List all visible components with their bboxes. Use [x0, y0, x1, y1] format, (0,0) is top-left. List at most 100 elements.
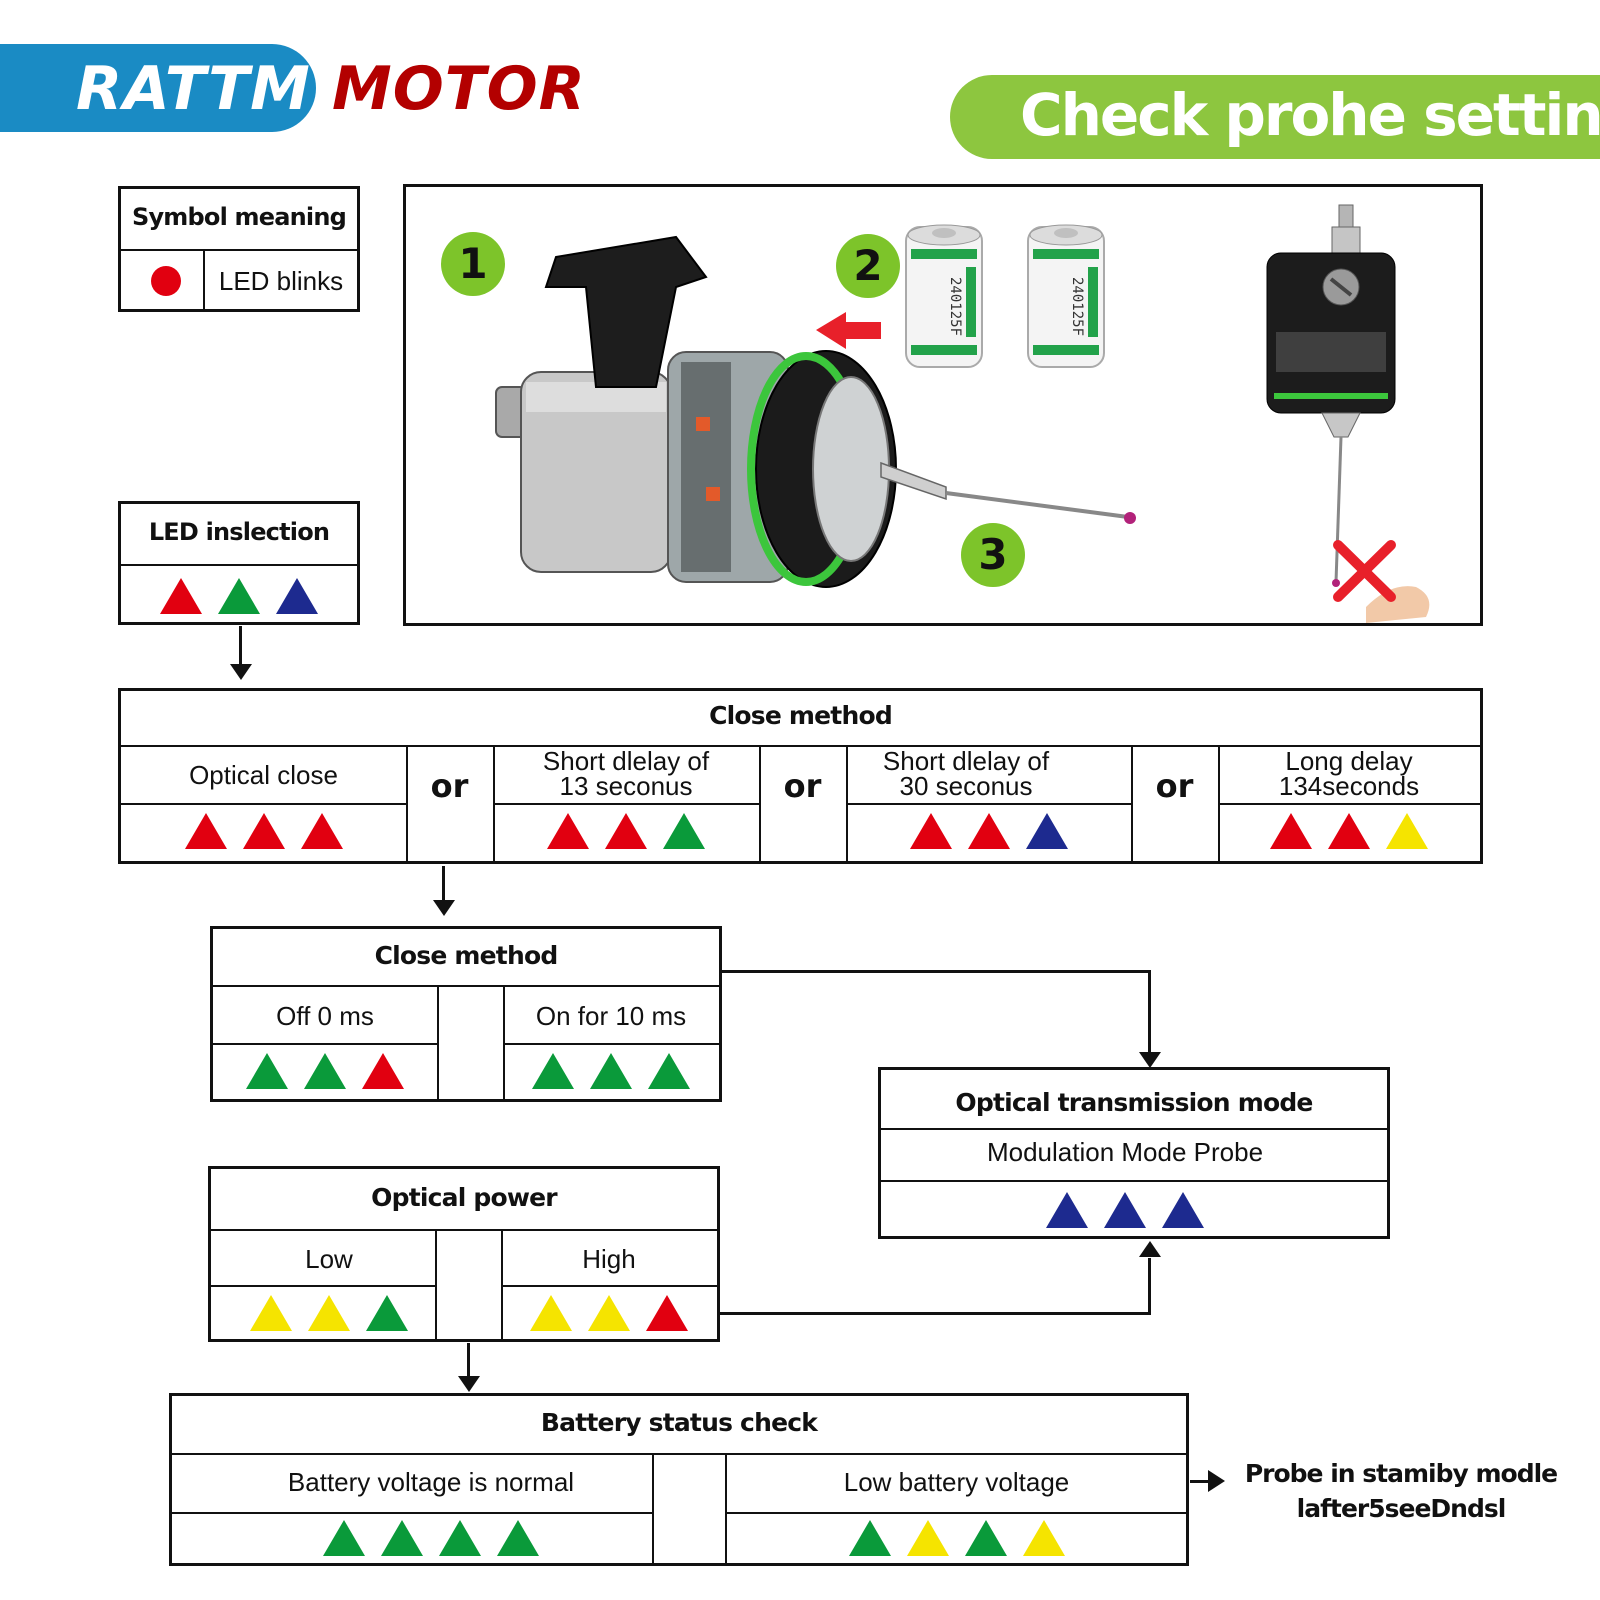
red-led-triangle-icon — [646, 1295, 688, 1331]
close-option-optical-leds — [121, 811, 406, 851]
close-method-table-2: Close method Off 0 ms On for 10 ms — [210, 926, 722, 1102]
flow-arrow-line — [1190, 1480, 1212, 1483]
close-2-on-label: On for 10 ms — [535, 1001, 687, 1031]
optical-transmission-leds — [881, 1190, 1369, 1230]
green-led-triangle-icon — [532, 1053, 574, 1089]
close-method-table-1: Close method Optical close Short dlelay … — [118, 688, 1483, 864]
red-led-triangle-icon — [547, 813, 589, 849]
red-led-triangle-icon — [605, 813, 647, 849]
close-method-2-title: Close method — [374, 941, 559, 970]
close-option-13s-leds — [493, 811, 759, 851]
or-separator-3: or — [1155, 767, 1194, 805]
battery-low-leds — [725, 1518, 1188, 1558]
arrow-down-icon — [1139, 1052, 1161, 1068]
standby-note-line1: Probe in stamiby modle — [1244, 1459, 1558, 1488]
close-option-134s-label: Long delay 134seconds — [1278, 746, 1420, 801]
battery-status-title: Battery status check — [540, 1408, 818, 1437]
brand-name-left: RATTM — [76, 54, 311, 124]
red-led-triangle-icon — [160, 578, 202, 614]
red-led-triangle-icon — [1270, 813, 1312, 849]
page-title: Check prohe settings — [1020, 81, 1600, 149]
optical-transmission-box: Optical transmission mode Modulation Mod… — [878, 1067, 1390, 1239]
red-led-triangle-icon — [362, 1053, 404, 1089]
battery-low-label: Low battery voltage — [843, 1467, 1070, 1497]
page-title-banner: Check prohe settings — [950, 75, 1600, 159]
green-led-triangle-icon — [366, 1295, 408, 1331]
green-led-triangle-icon — [648, 1053, 690, 1089]
brand-logo: RATTM — [0, 44, 320, 132]
blue-led-triangle-icon — [1025, 813, 1068, 849]
yellow-led-triangle-icon — [588, 1295, 630, 1331]
battery-normal-label: Battery voltage is normal — [287, 1467, 575, 1497]
close-2-on-leds — [503, 1051, 719, 1091]
optical-power-table: Optical power Low High — [208, 1166, 720, 1342]
led-inspection-title: LED inslection — [148, 518, 330, 546]
green-led-triangle-icon — [439, 1520, 481, 1556]
optical-power-low-leds — [211, 1293, 447, 1333]
standby-note: Probe in stamiby modle lafter5seeDndsl — [1236, 1456, 1566, 1526]
probe-open-body — [495, 235, 1136, 588]
blue-led-triangle-icon — [1104, 1192, 1146, 1228]
battery-1-print: 240125F — [947, 277, 963, 336]
optical-power-high-label: High — [582, 1244, 636, 1274]
green-led-triangle-icon — [304, 1053, 346, 1089]
optical-power-title: Optical power — [371, 1183, 557, 1212]
red-led-triangle-icon — [184, 813, 227, 849]
arrow-down-icon — [433, 900, 455, 916]
step-badge-3: 3 — [961, 523, 1025, 587]
symbol-legend-label: LED blinks — [218, 266, 344, 296]
green-led-triangle-icon — [218, 578, 260, 614]
led-inspection-leds — [121, 576, 357, 616]
green-led-triangle-icon — [246, 1053, 288, 1089]
green-led-triangle-icon — [323, 1520, 365, 1556]
flow-connector-line — [722, 970, 1150, 973]
optical-power-high-leds — [501, 1293, 717, 1333]
brand-logo-blue-tab — [0, 44, 316, 132]
close-option-30s-label: Short dlelay of 30 seconus — [882, 746, 1050, 801]
arrow-up-icon — [1139, 1241, 1161, 1257]
or-separator-1: or — [430, 767, 469, 805]
green-led-triangle-icon — [848, 1520, 891, 1556]
green-led-triangle-icon — [590, 1053, 632, 1089]
battery-normal-leds — [172, 1518, 690, 1558]
flow-arrow-line — [467, 1343, 470, 1381]
yellow-led-triangle-icon — [1022, 1520, 1065, 1556]
red-led-triangle-icon — [300, 813, 343, 849]
optical-transmission-label: Modulation Mode Probe — [986, 1137, 1264, 1167]
arrow-down-icon — [230, 664, 252, 680]
probe-upright — [1266, 204, 1430, 623]
yellow-led-triangle-icon — [1386, 813, 1428, 849]
arrow-down-icon — [458, 1376, 480, 1392]
red-cross-icon — [1333, 540, 1396, 602]
red-led-triangle-icon — [967, 813, 1010, 849]
close-option-13s-label: Short dlelay of 13 seconus — [542, 746, 710, 801]
green-led-triangle-icon — [381, 1520, 423, 1556]
symbol-meaning-box: Symbol meaning LED blinks — [118, 186, 360, 312]
led-inspection-box: LED inslection — [118, 501, 360, 625]
red-led-triangle-icon — [909, 813, 952, 849]
close-2-off-label: Off 0 ms — [276, 1001, 374, 1031]
or-separator-2: or — [783, 767, 822, 805]
yellow-led-triangle-icon — [530, 1295, 572, 1331]
battery-status-table: Battery status check Battery voltage is … — [169, 1393, 1189, 1566]
green-led-triangle-icon — [497, 1520, 539, 1556]
flow-arrow-line — [239, 626, 242, 668]
optical-power-low-label: Low — [305, 1244, 353, 1274]
flow-connector-line — [720, 1312, 1151, 1315]
blue-led-triangle-icon — [1046, 1192, 1088, 1228]
step-badge-2: 2 — [836, 234, 900, 298]
green-led-triangle-icon — [663, 813, 705, 849]
yellow-led-triangle-icon — [250, 1295, 292, 1331]
flow-connector-line — [1148, 1258, 1151, 1315]
brand-name-right: MOTOR — [332, 54, 586, 124]
battery-1 — [905, 224, 983, 368]
close-method-1-title: Close method — [709, 701, 893, 730]
close-option-134s-leds — [1218, 811, 1480, 851]
red-arrow-icon — [816, 312, 881, 349]
red-led-triangle-icon — [242, 813, 285, 849]
step-badge-1: 1 — [441, 232, 505, 296]
close-option-30s-leds — [846, 811, 1131, 851]
optical-transmission-title: Optical transmission mode — [955, 1088, 1313, 1117]
battery-2-print: 240125F — [1069, 277, 1085, 336]
close-option-optical-label: Optical close — [189, 760, 338, 790]
